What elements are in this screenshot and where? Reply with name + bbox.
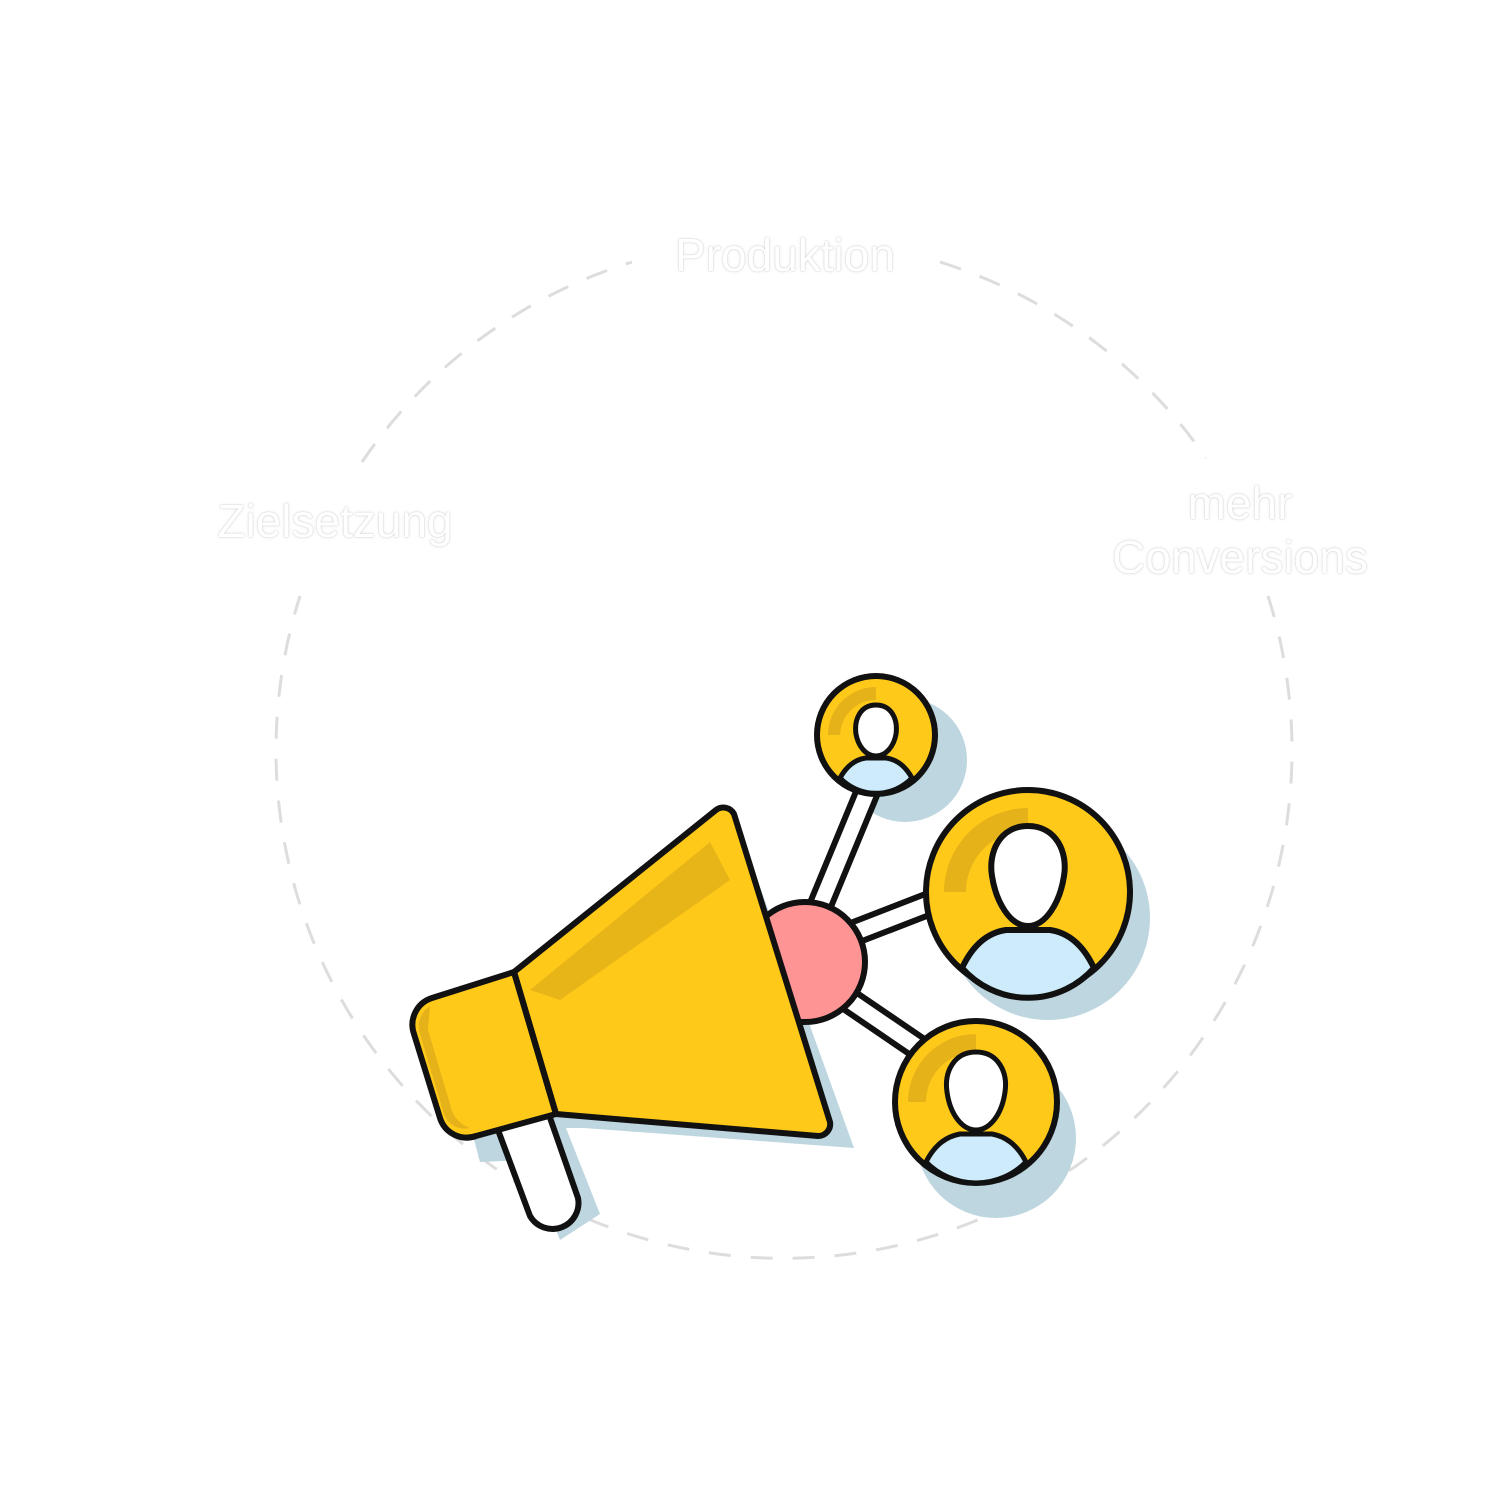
label-mehr-conversions: mehr Conversions (1080, 476, 1400, 584)
ring-segment-bottom (274, 595, 1294, 1260)
label-conversions-line2: Conversions (1112, 531, 1368, 583)
label-produktion: Produktion (675, 229, 895, 281)
user-icon (836, 702, 916, 796)
person-node-top (814, 673, 938, 797)
ring-segment-left-top (360, 260, 633, 463)
user-icon (922, 1049, 1030, 1186)
person-node-bottom (892, 1018, 1060, 1186)
label-zielsetzung: Zielsetzung (217, 495, 453, 547)
person-node-middle (923, 787, 1133, 1001)
user-icon (958, 822, 1098, 1001)
label-conversions-line1: mehr (1187, 477, 1293, 529)
ring-segment-top-right (939, 260, 1208, 459)
megaphone-icon (409, 804, 834, 1232)
